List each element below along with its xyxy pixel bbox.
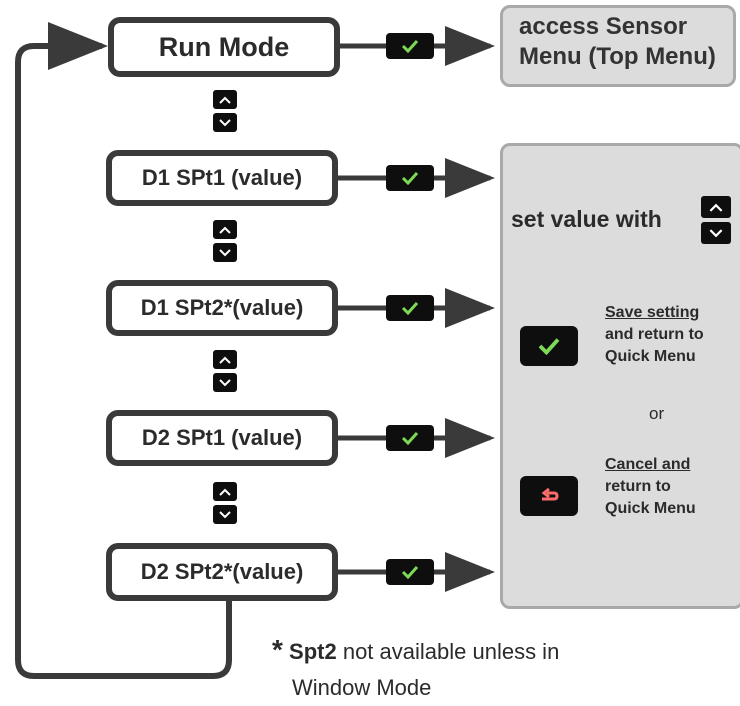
footnote-rest: not available unless in [336,639,560,664]
footnote: * Spt2 not available unless in Window Mo… [272,632,559,706]
check-icon [401,301,419,315]
menu-label: D1 SPt1 (value) [141,165,303,190]
access-line-1: access Sensor [519,13,688,40]
check-icon [538,338,560,355]
up-down-arrows-icon [213,220,237,262]
check-key [386,295,434,321]
cancel-line-1: Cancel and [605,456,691,473]
set-value-panel: set value with Save setting and return t… [500,143,740,609]
check-key [386,165,434,191]
cancel-description: Cancel and return to Quick Menu [605,454,696,520]
access-sensor-menu-panel: access Sensor Menu (Top Menu) [500,5,736,87]
check-key [386,425,434,451]
save-line-3: Quick Menu [605,348,696,365]
up-down-arrows-icon [701,196,731,244]
menu-box-d2-spt2: D2 SPt2*(value) [106,543,338,601]
footnote-line-2: Window Mode [292,675,432,700]
access-line-2: Menu (Top Menu) [519,43,716,70]
or-label: or [649,404,665,423]
check-icon [401,171,419,185]
cancel-line-2: return to [605,478,671,495]
save-line-2: and return to [605,326,704,343]
save-key [520,326,578,366]
loop-back-line [15,22,232,679]
up-down-arrows-icon [213,350,237,392]
check-key [386,559,434,585]
cancel-line-3: Quick Menu [605,500,696,517]
menu-box-d1-spt2: D1 SPt2*(value) [106,280,338,336]
menu-label: D2 SPt2*(value) [140,559,304,584]
menu-label: D2 SPt1 (value) [141,425,303,450]
save-description: Save setting and return to Quick Menu [605,302,704,368]
save-line-1: Save setting [605,304,700,321]
back-arrow-icon [541,488,559,501]
run-mode-box: Run Mode [108,17,340,77]
menu-label: D1 SPt2*(value) [140,295,304,320]
check-icon [401,39,419,53]
up-down-arrows-icon [213,90,237,132]
check-key [386,33,434,59]
cancel-key [520,476,578,516]
check-icon [401,431,419,445]
menu-box-d1-spt1: D1 SPt1 (value) [106,150,338,206]
up-down-arrows-icon [213,482,237,524]
menu-box-d2-spt1: D2 SPt1 (value) [106,410,338,466]
footnote-star: * [272,634,283,665]
set-value-label: set value with [511,206,662,232]
run-mode-label: Run Mode [158,31,290,62]
check-icon [401,565,419,579]
footnote-bold: Spt2 [289,639,337,664]
